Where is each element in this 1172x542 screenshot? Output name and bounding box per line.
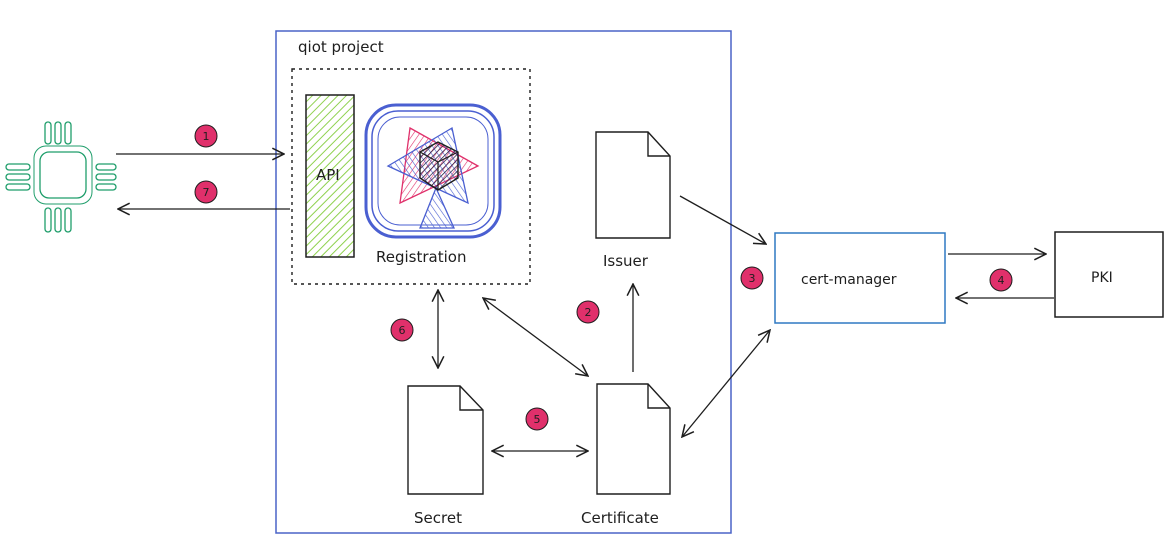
api-component [305,94,355,258]
arrow-registration-certificate [483,298,588,376]
cert-manager-label: cert-manager [801,272,897,288]
pki-box [1054,231,1164,318]
step-number: 1 [203,130,210,143]
step-number: 7 [203,186,210,199]
step-badge-3: 3 [740,266,764,290]
chip-icon [5,121,117,233]
arrow-certificate-cert-manager [682,330,770,437]
step-badge-2: 2 [576,300,600,324]
step-badge-1: 1 [194,124,218,148]
step-badge-5: 5 [525,407,549,431]
step-number: 6 [399,324,406,337]
step-badge-4: 4 [989,268,1013,292]
cert-manager-box [774,232,946,324]
step-badge-7: 7 [194,180,218,204]
registration-logo-icon [364,103,502,239]
arrow-issuer-to-cert-manager [679,195,766,244]
issuer-document-icon [595,131,671,239]
api-label: API [316,166,340,184]
step-number: 2 [585,306,592,319]
step-number: 5 [534,413,541,426]
step-number: 3 [749,272,756,285]
registration-label: Registration [376,248,466,266]
certificate-label: Certificate [581,509,659,527]
step-badge-6: 6 [390,318,414,342]
secret-label: Secret [414,509,462,527]
project-container [275,30,732,534]
registration-group [291,68,531,285]
step-number: 4 [998,274,1005,287]
pki-label: PKI [1091,270,1113,286]
secret-document-icon [407,385,484,495]
project-label: qiot project [298,38,384,56]
issuer-label: Issuer [603,252,649,270]
certificate-document-icon [596,383,671,495]
